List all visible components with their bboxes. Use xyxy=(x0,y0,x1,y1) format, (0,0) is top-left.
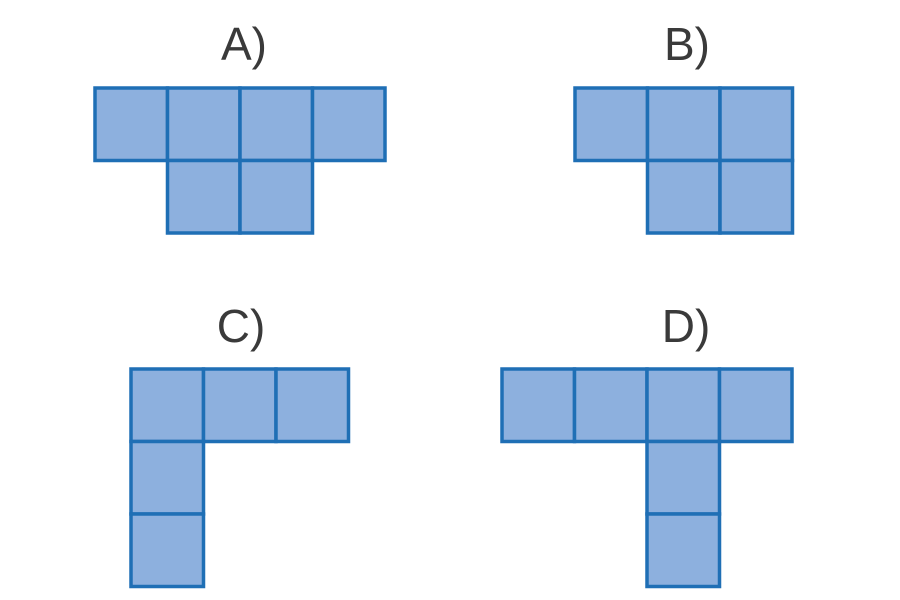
option-a-shape xyxy=(93,86,387,235)
option-c-square-1 xyxy=(129,367,206,444)
option-a[interactable]: A) xyxy=(93,18,387,235)
option-a-square-2 xyxy=(165,86,242,163)
option-c-square-5 xyxy=(129,512,206,589)
option-b-square-3 xyxy=(718,86,795,163)
option-d-label: D) xyxy=(662,300,711,352)
option-c-square-3 xyxy=(274,367,351,444)
option-c[interactable]: C) xyxy=(129,300,351,589)
option-a-square-4 xyxy=(310,86,387,163)
option-d-shape xyxy=(500,367,794,589)
option-b-square-5 xyxy=(718,158,795,235)
option-c-square-2 xyxy=(201,367,278,444)
option-a-square-6 xyxy=(238,158,315,235)
option-b-square-2 xyxy=(645,86,722,163)
option-a-label: A) xyxy=(221,18,267,70)
option-b[interactable]: B) xyxy=(573,18,795,235)
option-c-shape xyxy=(129,367,351,589)
option-d-square-1 xyxy=(500,367,577,444)
option-d-square-5 xyxy=(645,439,722,516)
option-a-square-3 xyxy=(238,86,315,163)
option-a-square-5 xyxy=(165,158,242,235)
option-c-label: C) xyxy=(217,300,266,352)
option-a-square-1 xyxy=(93,86,170,163)
option-b-square-4 xyxy=(645,158,722,235)
option-d-square-3 xyxy=(645,367,722,444)
option-d-square-4 xyxy=(717,367,794,444)
option-b-label: B) xyxy=(664,18,710,70)
option-d[interactable]: D) xyxy=(500,300,794,589)
option-b-shape xyxy=(573,86,795,235)
option-b-square-1 xyxy=(573,86,650,163)
option-d-square-2 xyxy=(572,367,649,444)
option-d-square-6 xyxy=(645,512,722,589)
option-c-square-4 xyxy=(129,439,206,516)
